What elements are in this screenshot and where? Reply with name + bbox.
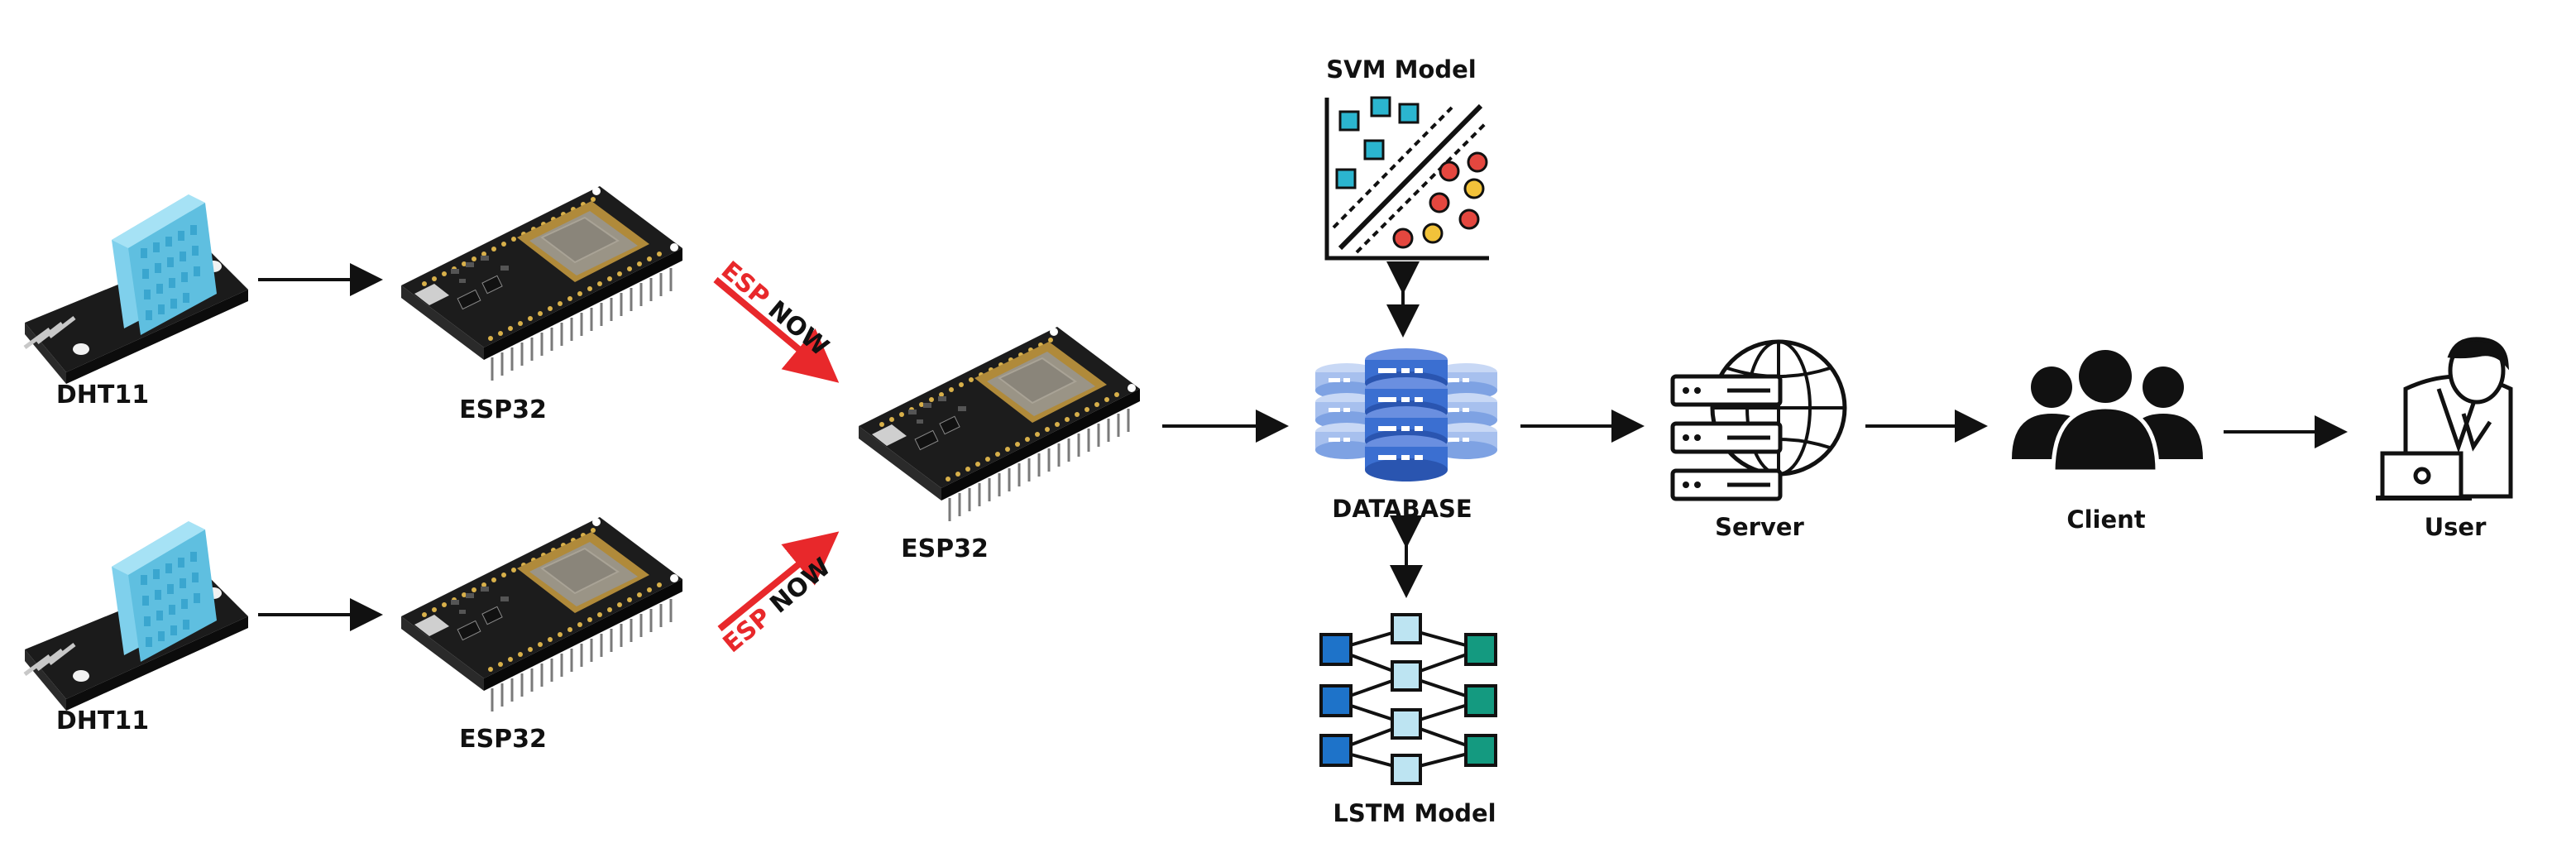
dht11-sensor-top bbox=[25, 194, 248, 384]
esp-now-arrow-bottom bbox=[717, 531, 840, 632]
svm-model-icon bbox=[1324, 96, 1489, 261]
database-icon bbox=[1315, 348, 1497, 481]
esp-word: ESP bbox=[718, 602, 778, 659]
server-label: Server bbox=[1715, 513, 1804, 541]
esp32-board-bottom bbox=[400, 515, 684, 713]
dht11-top-label: DHT11 bbox=[56, 381, 149, 410]
lstm-model-icon bbox=[1319, 613, 1497, 785]
dht11-sensor-bottom bbox=[25, 521, 248, 711]
esp-now-label-top: ESPNOW bbox=[716, 256, 834, 362]
esp32-bottom-label: ESP32 bbox=[459, 725, 547, 754]
esp32-top-label: ESP32 bbox=[459, 395, 547, 424]
client-group-icon bbox=[2012, 350, 2203, 474]
esp32-center-label: ESP32 bbox=[901, 534, 989, 563]
esp32-board-center bbox=[857, 325, 1142, 523]
user-label: User bbox=[2425, 513, 2487, 541]
dht11-bottom-label: DHT11 bbox=[56, 707, 149, 735]
esp-now-arrow-top bbox=[713, 276, 840, 383]
svm-model-label: SVM Model bbox=[1326, 55, 1476, 84]
database-label: DATABASE bbox=[1332, 495, 1472, 523]
user-laptop-icon bbox=[2376, 337, 2513, 501]
client-label: Client bbox=[2066, 505, 2145, 534]
lstm-model-label: LSTM Model bbox=[1333, 799, 1496, 827]
esp-now-label-bottom: ESPNOW bbox=[718, 553, 836, 659]
esp32-board-top bbox=[400, 184, 684, 382]
server-icon bbox=[1673, 339, 1847, 499]
